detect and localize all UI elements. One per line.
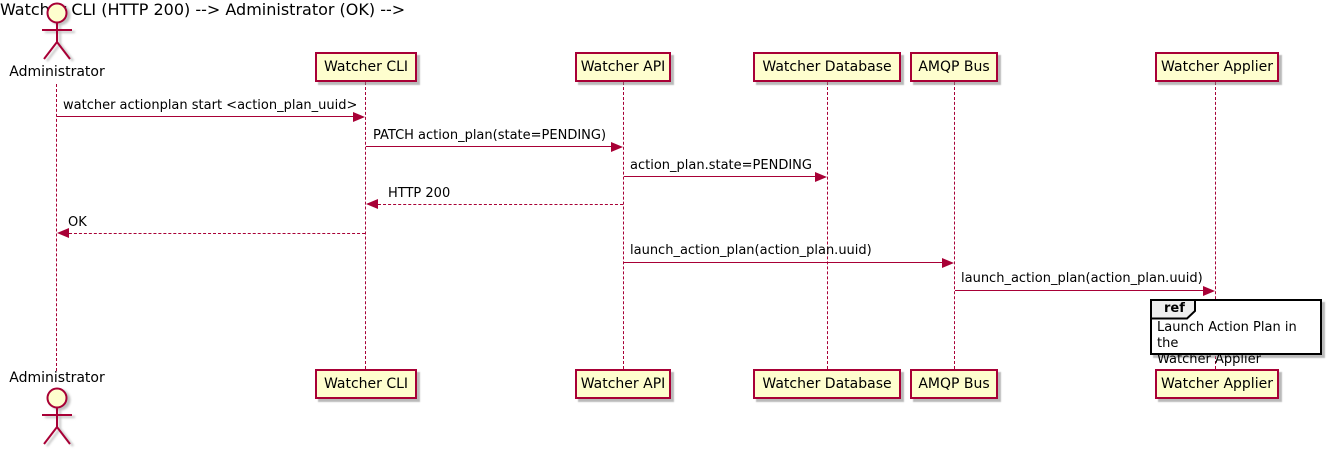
participant-watcher-cli-top: Watcher CLI bbox=[315, 52, 417, 82]
message-line-dashed bbox=[69, 233, 365, 234]
ref-fragment: ref Launch Action Plan in the Watcher Ap… bbox=[1150, 299, 1322, 367]
participant-watcher-database-top: Watcher Database bbox=[753, 52, 901, 82]
lifeline-administrator bbox=[56, 84, 57, 371]
participant-watcher-applier-bottom: Watcher Applier bbox=[1155, 369, 1279, 399]
lifeline-watcher-api bbox=[623, 82, 624, 369]
participant-watcher-cli-bottom: Watcher CLI bbox=[315, 369, 417, 399]
message-label: OK bbox=[68, 215, 87, 230]
participant-label: Watcher CLI bbox=[323, 59, 409, 75]
actor-name-top: Administrator bbox=[9, 64, 105, 80]
lifeline-watcher-database bbox=[827, 82, 828, 369]
message-label: HTTP 200 bbox=[388, 186, 451, 201]
participant-amqp-bus-top: AMQP Bus bbox=[910, 52, 998, 82]
arrowhead-right-icon bbox=[1203, 286, 1215, 296]
participant-label: Watcher Applier bbox=[1161, 59, 1273, 75]
message-line bbox=[624, 262, 943, 263]
ref-keyword: ref bbox=[1164, 301, 1185, 316]
message-line bbox=[57, 116, 354, 117]
arrowhead-left-icon bbox=[57, 228, 69, 238]
arrowhead-right-icon bbox=[942, 258, 954, 268]
ref-text: Launch Action Plan in the Watcher Applie… bbox=[1157, 320, 1297, 367]
arrowhead-right-icon bbox=[815, 172, 827, 182]
participant-label: Watcher API bbox=[580, 376, 666, 392]
participant-watcher-api-bottom: Watcher API bbox=[575, 369, 671, 399]
message-label: launch_action_plan(action_plan.uuid) bbox=[961, 271, 1203, 286]
participant-watcher-api-top: Watcher API bbox=[575, 52, 671, 82]
lifeline-watcher-cli bbox=[365, 82, 366, 369]
lifeline-watcher-applier bbox=[1215, 82, 1216, 369]
arrowhead-right-icon bbox=[611, 142, 623, 152]
participant-label: Watcher Database bbox=[762, 376, 892, 392]
ref-tab-icon bbox=[1150, 299, 1196, 320]
arrowhead-left-icon bbox=[366, 199, 378, 209]
message-line bbox=[624, 176, 816, 177]
participant-label: Watcher CLI bbox=[323, 376, 409, 392]
lifeline-amqp-bus bbox=[954, 82, 955, 369]
participant-label: AMQP Bus bbox=[918, 59, 990, 75]
actor-icon bbox=[42, 387, 72, 445]
participant-label: Watcher Applier bbox=[1161, 376, 1273, 392]
message-line bbox=[366, 146, 612, 147]
message-label: watcher actionplan start <action_plan_uu… bbox=[63, 98, 358, 113]
message-label: action_plan.state=PENDING bbox=[630, 158, 812, 173]
participant-label: Watcher API bbox=[580, 59, 666, 75]
message-label: PATCH action_plan(state=PENDING) bbox=[373, 128, 607, 143]
message-label: launch_action_plan(action_plan.uuid) bbox=[630, 243, 872, 258]
participant-watcher-applier-top: Watcher Applier bbox=[1155, 52, 1279, 82]
arrowhead-right-icon bbox=[353, 112, 365, 122]
participant-label: AMQP Bus bbox=[918, 376, 990, 392]
actor-icon bbox=[42, 2, 72, 60]
message-line bbox=[955, 290, 1204, 291]
message-line-dashed bbox=[378, 204, 623, 205]
participant-amqp-bus-bottom: AMQP Bus bbox=[910, 369, 998, 399]
actor-name-bottom: Administrator bbox=[9, 370, 105, 386]
participant-watcher-database-bottom: Watcher Database bbox=[753, 369, 901, 399]
participant-label: Watcher Database bbox=[762, 59, 892, 75]
